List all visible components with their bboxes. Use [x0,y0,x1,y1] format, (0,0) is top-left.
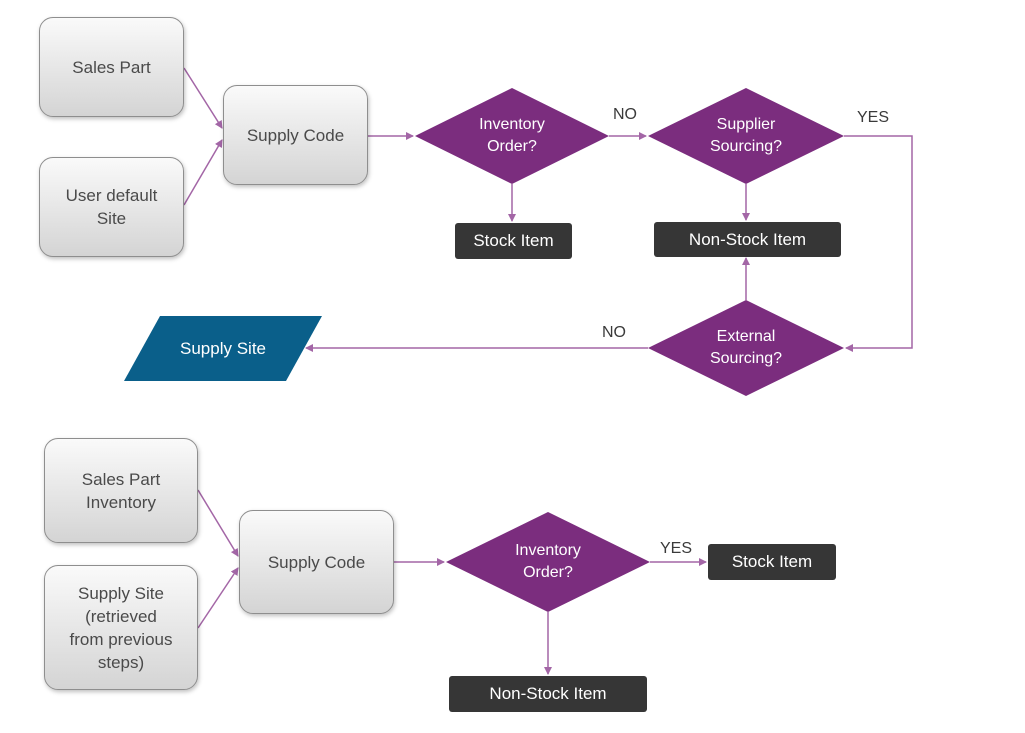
sales-part-box: Sales Part [39,17,184,117]
decision-supplier-sourcing [648,88,844,184]
decision-inventory-order-top [415,88,609,184]
label-yes-inventory-bottom: YES [660,540,693,557]
connector-supplier-yes-to-external [844,135,913,352]
non-stock-item-bottom: Non-Stock Item [449,676,647,712]
decision-inventory-order-bottom [446,512,650,612]
non-stock-item-top: Non-Stock Item [654,222,841,257]
supply-code-box-bottom: Supply Code [239,510,394,614]
connector-user-default-site [183,139,223,206]
sales-part-inventory-box: Sales Part Inventory [44,438,198,543]
label-yes-supplier: YES [857,109,890,126]
connector-sales-part-inventory [197,489,239,557]
label-no-external: NO [602,324,626,341]
decision-external-sourcing [648,300,844,396]
connector-supply-site-prev [197,567,239,629]
supply-site-shape [124,316,322,381]
label-no-inventory: NO [613,106,637,123]
connector-sales-part [183,67,223,129]
stock-item-bottom: Stock Item [708,544,836,580]
user-default-site-box: User default Site [39,157,184,257]
supply-site-prev-box: Supply Site (retrieved from previous ste… [44,565,198,690]
supply-code-box-top: Supply Code [223,85,368,185]
stock-item-top: Stock Item [455,223,572,259]
